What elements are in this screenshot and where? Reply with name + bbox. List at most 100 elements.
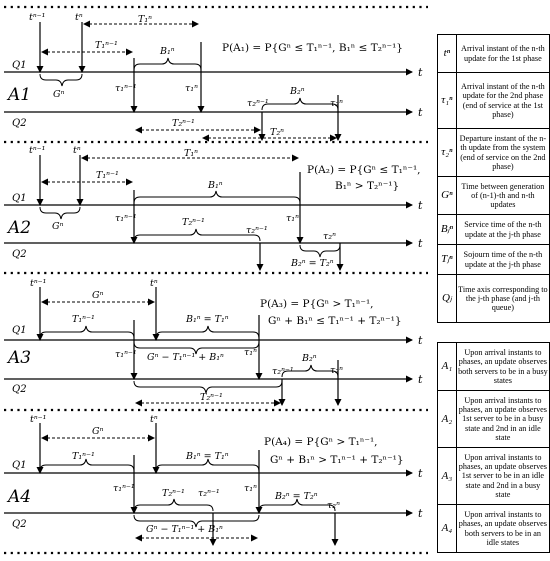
notation-legend: tⁿ Arrival instant of the n-th update fo…	[437, 34, 550, 323]
legend-text: Upon arrival instants to phases, an upda…	[455, 342, 550, 391]
svg-text:Gⁿ: Gⁿ	[52, 221, 64, 232]
probability-formula-line2: Gⁿ + B₁ⁿ ≤ T₁ⁿ⁻¹ + T₂ⁿ⁻¹}	[268, 315, 402, 327]
svg-text:tⁿ: tⁿ	[75, 12, 83, 23]
probability-formula: P(A₁) = P{Gⁿ ≤ T₁ⁿ⁻¹, B₁ⁿ ≤ T₂ⁿ⁻¹}	[222, 42, 403, 54]
panel-a1: Q1 Q2 t t A1 P(A₁) = P{Gⁿ ≤ T₁ⁿ⁻¹, B₁ⁿ ≤…	[4, 12, 423, 142]
legend-text: Service time of the n-th update at the j…	[455, 214, 550, 245]
legend-text: Time between generation of (n-1)-th and …	[455, 176, 550, 215]
t-label-q2: t	[418, 237, 423, 250]
svg-text:τ₂ⁿ: τ₂ⁿ	[327, 500, 340, 511]
q2-label: Q2	[12, 118, 27, 129]
svg-text:τ₂ⁿ⁻¹: τ₂ⁿ⁻¹	[198, 488, 220, 499]
legend-symbol: A₂	[437, 390, 457, 448]
event-label: A3	[6, 348, 31, 368]
timing-diagram: Q1 Q2 t t A1 P(A₁) = P{Gⁿ ≤ T₁ⁿ⁻¹, B₁ⁿ ≤…	[4, 5, 428, 555]
svg-text:Gⁿ − T₁ⁿ⁻¹ + B₁ⁿ: Gⁿ − T₁ⁿ⁻¹ + B₁ⁿ	[147, 352, 224, 363]
legend-symbol: Gⁿ	[437, 176, 457, 215]
probability-formula-line2: Gⁿ + B₁ⁿ > T₁ⁿ⁻¹ + T₂ⁿ⁻¹}	[270, 454, 404, 466]
q1-label: Q1	[12, 193, 27, 204]
legend-text: Arrival instant of the n-th update for t…	[455, 34, 550, 73]
legend-row: Bⱼⁿ Service time of the n-th update at t…	[437, 214, 550, 245]
legend-symbol: Qⱼ	[437, 274, 457, 323]
legend-row: tⁿ Arrival instant of the n-th update fo…	[437, 34, 550, 73]
svg-text:τ₂ⁿ⁻¹: τ₂ⁿ⁻¹	[246, 225, 268, 236]
t-label-q1: t	[418, 199, 423, 212]
legend-row: τ₂ⁿ Departure instant of the n-th update…	[437, 128, 550, 177]
svg-text:B₁ⁿ: B₁ⁿ	[159, 46, 175, 57]
t-label-q1: t	[418, 334, 423, 347]
svg-text:τ₂ⁿ: τ₂ⁿ	[330, 98, 343, 109]
svg-text:τ₁ⁿ⁻¹: τ₁ⁿ⁻¹	[115, 83, 137, 94]
legend-symbol: Bⱼⁿ	[437, 214, 457, 245]
legend-row: τ₁ⁿ Arrival instant of the n-th update f…	[437, 72, 550, 129]
svg-text:Gⁿ: Gⁿ	[92, 290, 104, 301]
legend-row: Gⁿ Time between generation of (n-1)-th a…	[437, 176, 550, 215]
svg-text:tⁿ: tⁿ	[73, 145, 81, 156]
q1-label: Q1	[12, 325, 27, 336]
svg-text:τ₂ⁿ: τ₂ⁿ	[323, 231, 336, 242]
svg-text:B₁ⁿ = T₁ⁿ: B₁ⁿ = T₁ⁿ	[185, 451, 229, 462]
event-label: A4	[6, 487, 31, 507]
q2-label: Q2	[12, 249, 27, 260]
legend-symbol: Tⱼⁿ	[437, 244, 457, 275]
legend-text: Upon arrival instants to phases, an upda…	[455, 447, 550, 505]
legend-symbol: tⁿ	[437, 34, 457, 73]
panel-a2: Q1 Q2 t t A2 P(A₂) = P{Gⁿ ≤ T₁ⁿ⁻¹, B₁ⁿ >…	[4, 145, 423, 271]
t-label-q2: t	[418, 373, 423, 386]
probability-formula-line1: P(A₃) = P{Gⁿ > T₁ⁿ⁻¹,	[260, 298, 374, 310]
svg-text:τ₁ⁿ: τ₁ⁿ	[244, 483, 257, 494]
svg-text:tⁿ⁻¹: tⁿ⁻¹	[29, 145, 46, 156]
probability-formula-line2: B₁ⁿ > T₂ⁿ⁻¹}	[335, 180, 399, 192]
legend-row: A₃ Upon arrival instants to phases, an u…	[437, 447, 550, 505]
svg-text:τ₁ⁿ⁻¹: τ₁ⁿ⁻¹	[115, 349, 137, 360]
svg-text:tⁿ: tⁿ	[150, 278, 158, 289]
t-label-q2: t	[418, 507, 423, 520]
legend-symbol: A₃	[437, 447, 457, 505]
legend-text: Time axis corresponding to the j-th phas…	[455, 274, 550, 323]
svg-text:T₁ⁿ⁻¹: T₁ⁿ⁻¹	[72, 451, 95, 462]
q1-label: Q1	[12, 460, 27, 471]
q2-label: Q2	[12, 384, 27, 395]
svg-text:T₁ⁿ⁻¹: T₁ⁿ⁻¹	[72, 314, 95, 325]
svg-text:tⁿ⁻¹: tⁿ⁻¹	[30, 414, 47, 425]
probability-formula-line1: P(A₄) = P{Gⁿ > T₁ⁿ⁻¹,	[264, 436, 378, 448]
svg-text:T₂ⁿ⁻¹: T₂ⁿ⁻¹	[182, 217, 205, 228]
svg-text:τ₂ⁿ: τ₂ⁿ	[330, 365, 343, 376]
svg-text:Gⁿ − T₁ⁿ⁻¹ + B₁ⁿ: Gⁿ − T₁ⁿ⁻¹ + B₁ⁿ	[146, 524, 223, 535]
svg-text:T₁ⁿ: T₁ⁿ	[184, 148, 198, 159]
svg-text:T₁ⁿ⁻¹: T₁ⁿ⁻¹	[96, 170, 119, 181]
svg-text:Gⁿ: Gⁿ	[53, 89, 65, 100]
legend-row: Tⱼⁿ Sojourn time of the n-th update at t…	[437, 244, 550, 275]
svg-text:T₂ⁿ⁻¹: T₂ⁿ⁻¹	[162, 488, 185, 499]
legend-text: Upon arrival instants to phases, an upda…	[455, 504, 550, 553]
t-label-q2: t	[418, 106, 423, 119]
svg-text:B₁ⁿ = T₁ⁿ: B₁ⁿ = T₁ⁿ	[185, 314, 229, 325]
q2-label: Q2	[12, 519, 27, 530]
panel-a3: Q1 Q2 t t A3 P(A₃) = P{Gⁿ > T₁ⁿ⁻¹, Gⁿ + …	[4, 278, 423, 407]
t-label-q1: t	[418, 467, 423, 480]
legend-row: Qⱼ Time axis corresponding to the j-th p…	[437, 274, 550, 323]
svg-text:B₂ⁿ = T₂ⁿ: B₂ⁿ = T₂ⁿ	[290, 258, 334, 269]
legend-row: A₄ Upon arrival instants to phases, an u…	[437, 504, 550, 553]
q1-label: Q1	[12, 60, 27, 71]
svg-text:tⁿ⁻¹: tⁿ⁻¹	[30, 278, 47, 289]
svg-text:T₁ⁿ: T₁ⁿ	[138, 14, 152, 25]
legend-symbol: τ₁ⁿ	[437, 72, 457, 129]
legend-row: A₁ Upon arrival instants to phases, an u…	[437, 342, 550, 391]
legend-symbol: A₁	[437, 342, 457, 391]
legend-row: A₂ Upon arrival instants to phases, an u…	[437, 390, 550, 448]
t-label-q1: t	[418, 66, 423, 79]
svg-text:B₂ⁿ: B₂ⁿ	[301, 353, 317, 364]
svg-text:T₂ⁿ: T₂ⁿ	[270, 127, 284, 138]
svg-text:B₁ⁿ: B₁ⁿ	[207, 180, 223, 191]
svg-text:T₂ⁿ⁻¹: T₂ⁿ⁻¹	[200, 392, 223, 403]
event-label: A2	[6, 218, 31, 238]
probability-formula-line1: P(A₂) = P{Gⁿ ≤ T₁ⁿ⁻¹,	[307, 164, 421, 176]
legend-text: Sojourn time of the n-th update at the j…	[455, 244, 550, 275]
svg-text:B₂ⁿ: B₂ⁿ	[289, 86, 305, 97]
legend-text: Upon arrival instants to phases, an upda…	[455, 390, 550, 448]
svg-text:tⁿ⁻¹: tⁿ⁻¹	[29, 12, 46, 23]
panel-separators	[4, 5, 428, 555]
legend-text: Arrival instant of the n-th update for t…	[455, 72, 550, 129]
svg-text:B₂ⁿ = T₂ⁿ: B₂ⁿ = T₂ⁿ	[274, 491, 318, 502]
